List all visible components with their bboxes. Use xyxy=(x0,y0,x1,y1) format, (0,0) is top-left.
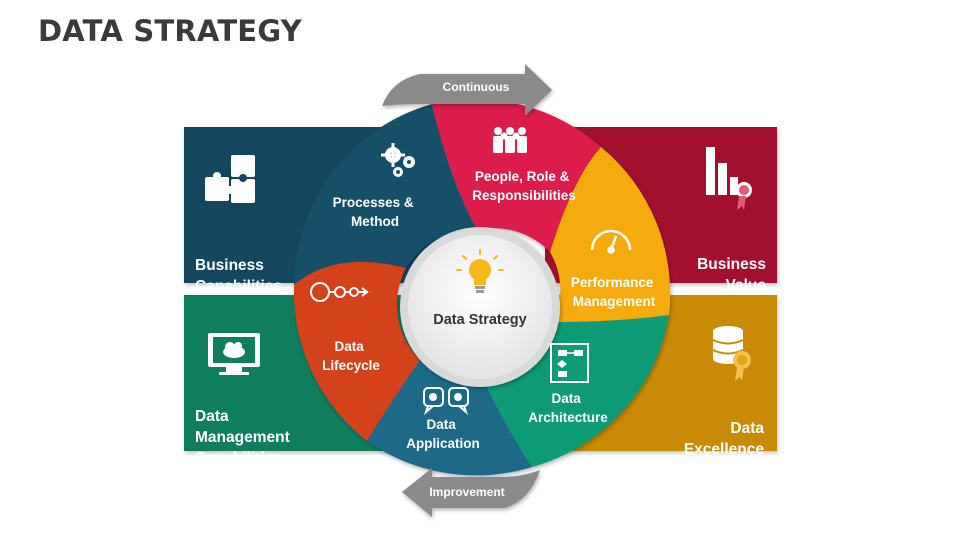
flowchart-icon xyxy=(550,343,589,383)
monitor-cloud-icon xyxy=(208,333,260,375)
segment-performance-management xyxy=(550,147,671,322)
page-title: DATA STRATEGY xyxy=(38,14,302,48)
bar-chart-award-icon xyxy=(706,147,752,210)
cycle-nodes-icon xyxy=(310,282,369,302)
segment-label-processes-method: Processes & Method xyxy=(333,195,418,229)
segment-label-people-role: People, Role & Responsibilities xyxy=(472,169,576,203)
database-award-icon xyxy=(712,326,751,381)
segment-people-role xyxy=(432,99,601,252)
center-label: Data Strategy xyxy=(433,312,526,328)
gauge-icon xyxy=(590,229,632,254)
segment-data-application xyxy=(367,360,532,476)
segment-data-lifecycle xyxy=(293,261,420,441)
segment-label-data-architecture: Data Architecture xyxy=(528,391,608,425)
continuous-label: Continuous xyxy=(443,80,510,94)
segment-data-architecture xyxy=(485,315,669,467)
lightbulb-icon xyxy=(456,249,504,293)
segment-label-data-application: Data Application xyxy=(406,417,480,451)
chat-bubbles-icon xyxy=(423,387,469,416)
people-icon xyxy=(493,127,527,153)
segment-label-performance-management: Performance Management xyxy=(571,275,657,309)
continuous-arrow xyxy=(382,64,552,116)
segment-label-data-lifecycle: Data Lifecycle xyxy=(322,339,380,373)
segment-processes-method xyxy=(294,104,477,285)
center-hub xyxy=(400,227,560,387)
improvement-label: Improvement xyxy=(429,485,504,499)
improvement-arrow xyxy=(402,468,540,517)
gears-icon xyxy=(381,143,415,177)
puzzle-icon xyxy=(205,155,255,203)
